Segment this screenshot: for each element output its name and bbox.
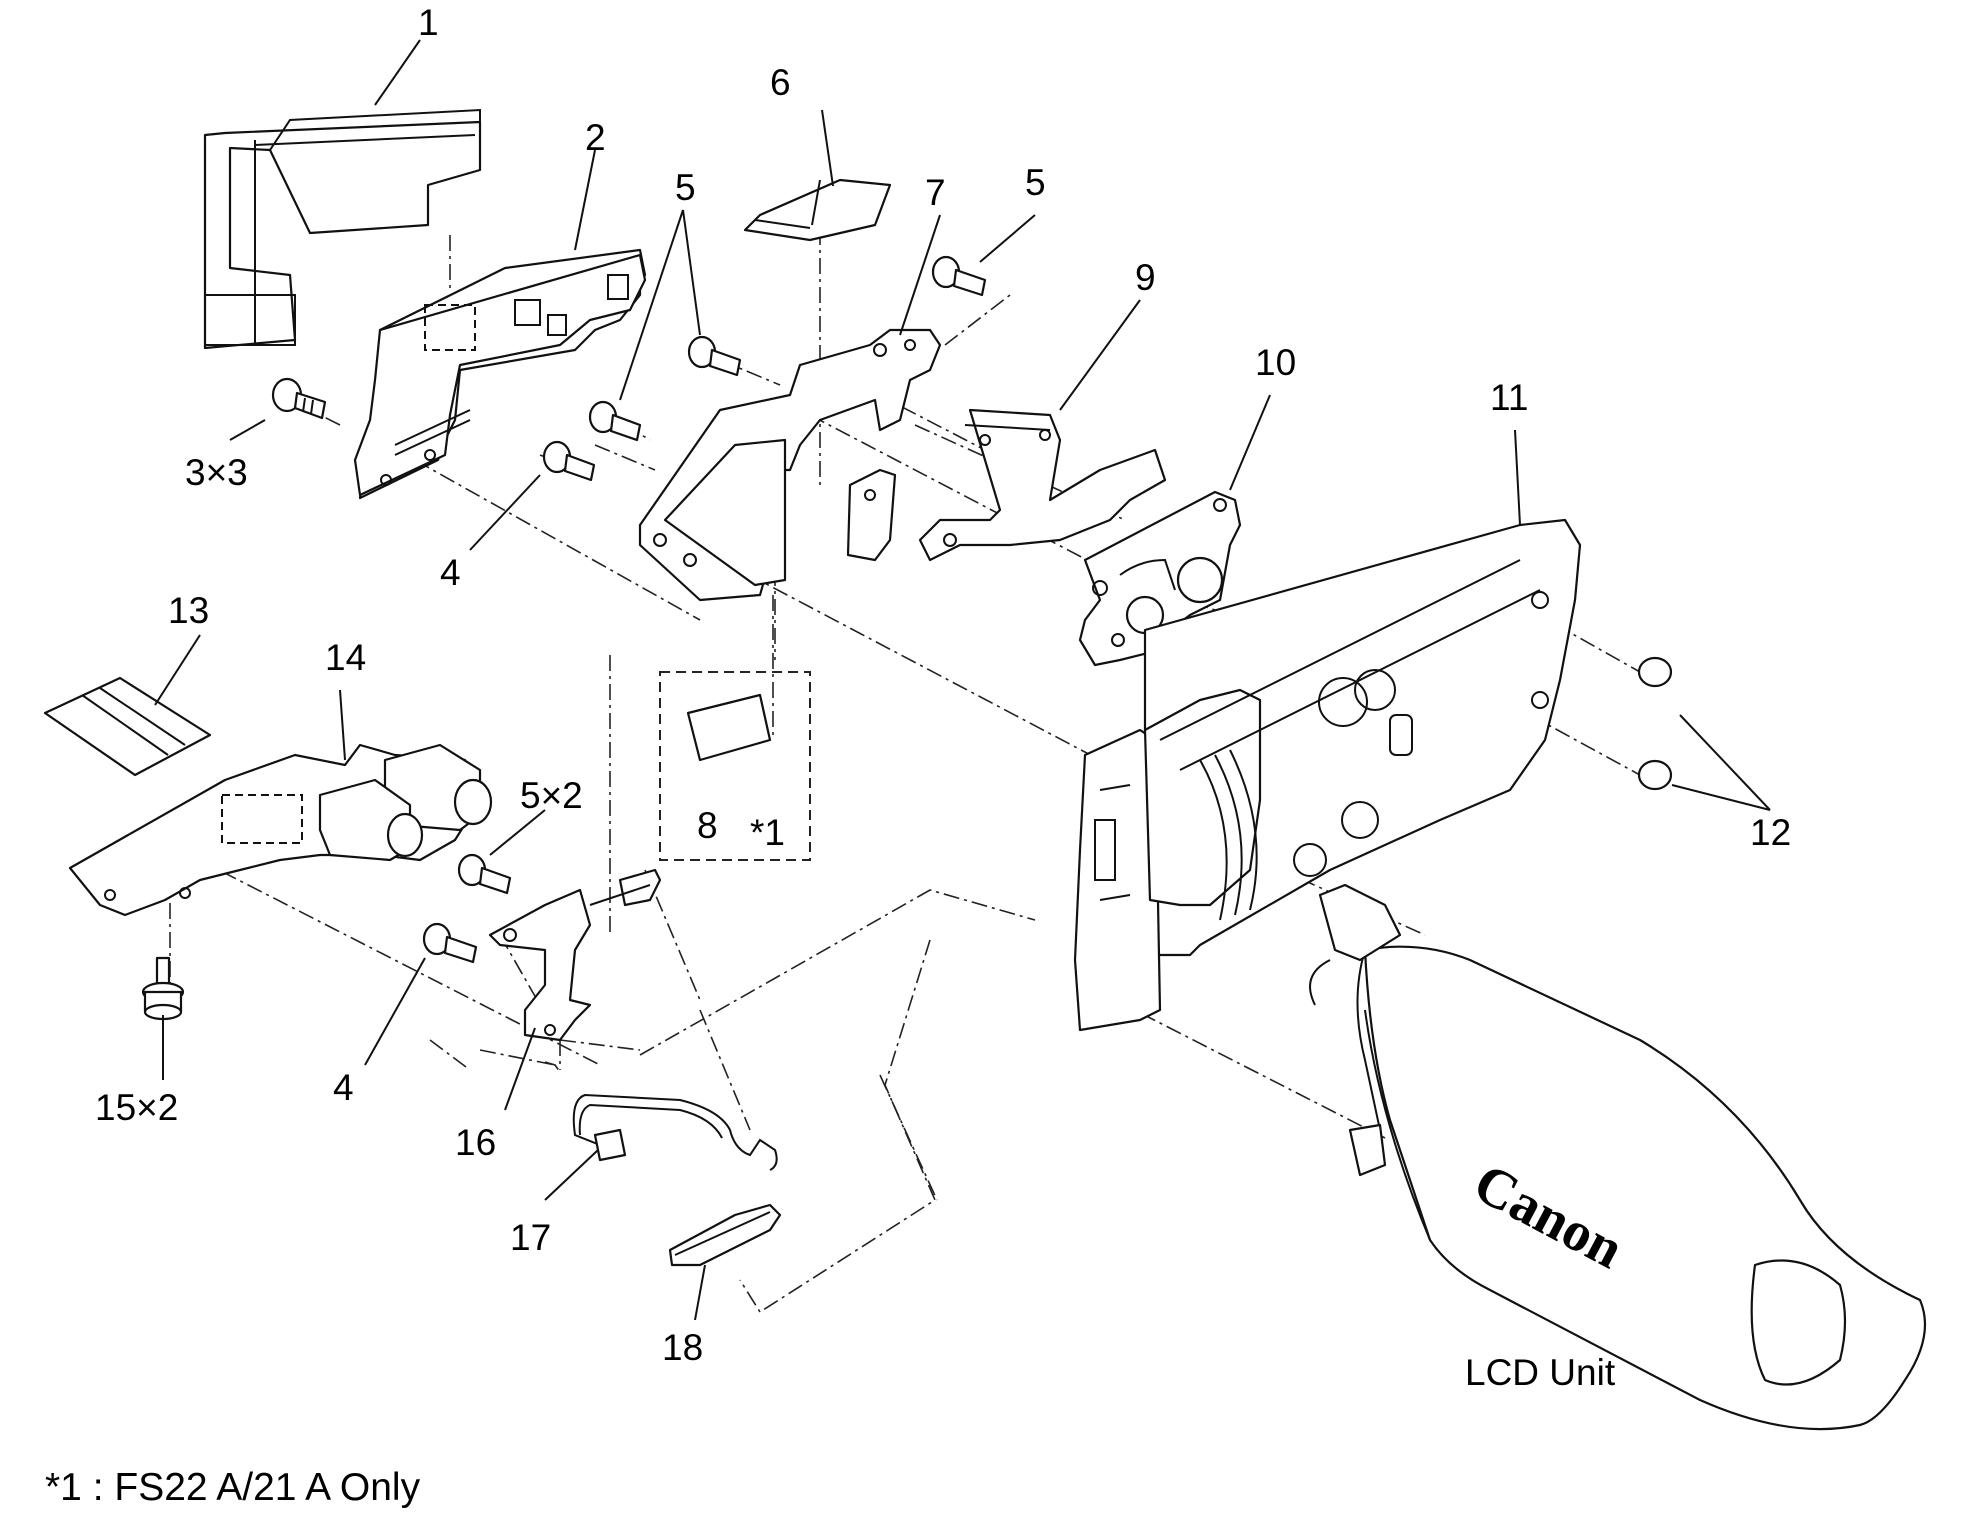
callout-10: 10	[1255, 342, 1296, 383]
lcd-unit: Canon	[1309, 883, 1927, 1431]
footnote: *1 : FS22 A/21 A Only	[45, 1466, 421, 1509]
callout-17: 17	[510, 1217, 551, 1258]
callout-18: 18	[662, 1327, 703, 1368]
part-17-wire	[572, 1093, 778, 1171]
part-2-circuit-board	[353, 248, 647, 500]
part-12-caps	[1637, 656, 1673, 791]
callout-13: 13	[168, 590, 209, 631]
part-11-chassis	[1073, 518, 1582, 1032]
part-16-bracket	[488, 868, 662, 1042]
callouts: 1 2 3×3 5 6 7 5 9 10 11 4 13 14 8 *1 5×2…	[95, 2, 1791, 1368]
callout-star-1: *1	[750, 812, 785, 853]
callout-5x2: 5×2	[520, 775, 583, 816]
part-14-jack-board	[68, 743, 493, 917]
callout-9: 9	[1135, 257, 1156, 298]
callout-12: 12	[1750, 812, 1791, 853]
part-18-button	[668, 1203, 782, 1267]
part-5-screw-a	[687, 335, 742, 377]
part-4-screw-lower	[422, 922, 478, 964]
optional-parts-box	[659, 671, 811, 861]
callout-4-a: 4	[440, 552, 461, 593]
part-4-screw-a	[542, 440, 596, 482]
lcd-unit-label: LCD Unit	[1465, 1352, 1616, 1393]
part-15-screw	[141, 956, 185, 1021]
callout-7: 7	[925, 172, 946, 213]
callout-4-b: 4	[333, 1067, 354, 1108]
callout-3: 3×3	[185, 452, 248, 493]
part-6-pad	[743, 178, 892, 242]
part-5-screw-lower	[457, 853, 512, 895]
callout-2: 2	[585, 117, 606, 158]
callout-1: 1	[418, 2, 439, 43]
part-5-screw-b	[588, 400, 642, 442]
callout-11: 11	[1490, 377, 1528, 418]
callout-6: 6	[770, 62, 791, 103]
part-5-screw-c	[931, 255, 987, 297]
callout-16: 16	[455, 1122, 496, 1163]
part-8-pad	[686, 693, 772, 762]
part-3-screw	[271, 377, 327, 420]
leader-lines	[154, 39, 1771, 1321]
callout-15: 15×2	[95, 1087, 178, 1128]
part-9-plate	[918, 408, 1167, 562]
callout-14: 14	[325, 637, 366, 678]
callout-8: 8	[697, 805, 718, 846]
part-1-flex-cable	[203, 108, 482, 350]
callout-5-b: 5	[1025, 162, 1046, 203]
part-13-pad	[43, 676, 212, 777]
part-7-bracket	[638, 328, 942, 602]
callout-5-a: 5	[675, 167, 696, 208]
